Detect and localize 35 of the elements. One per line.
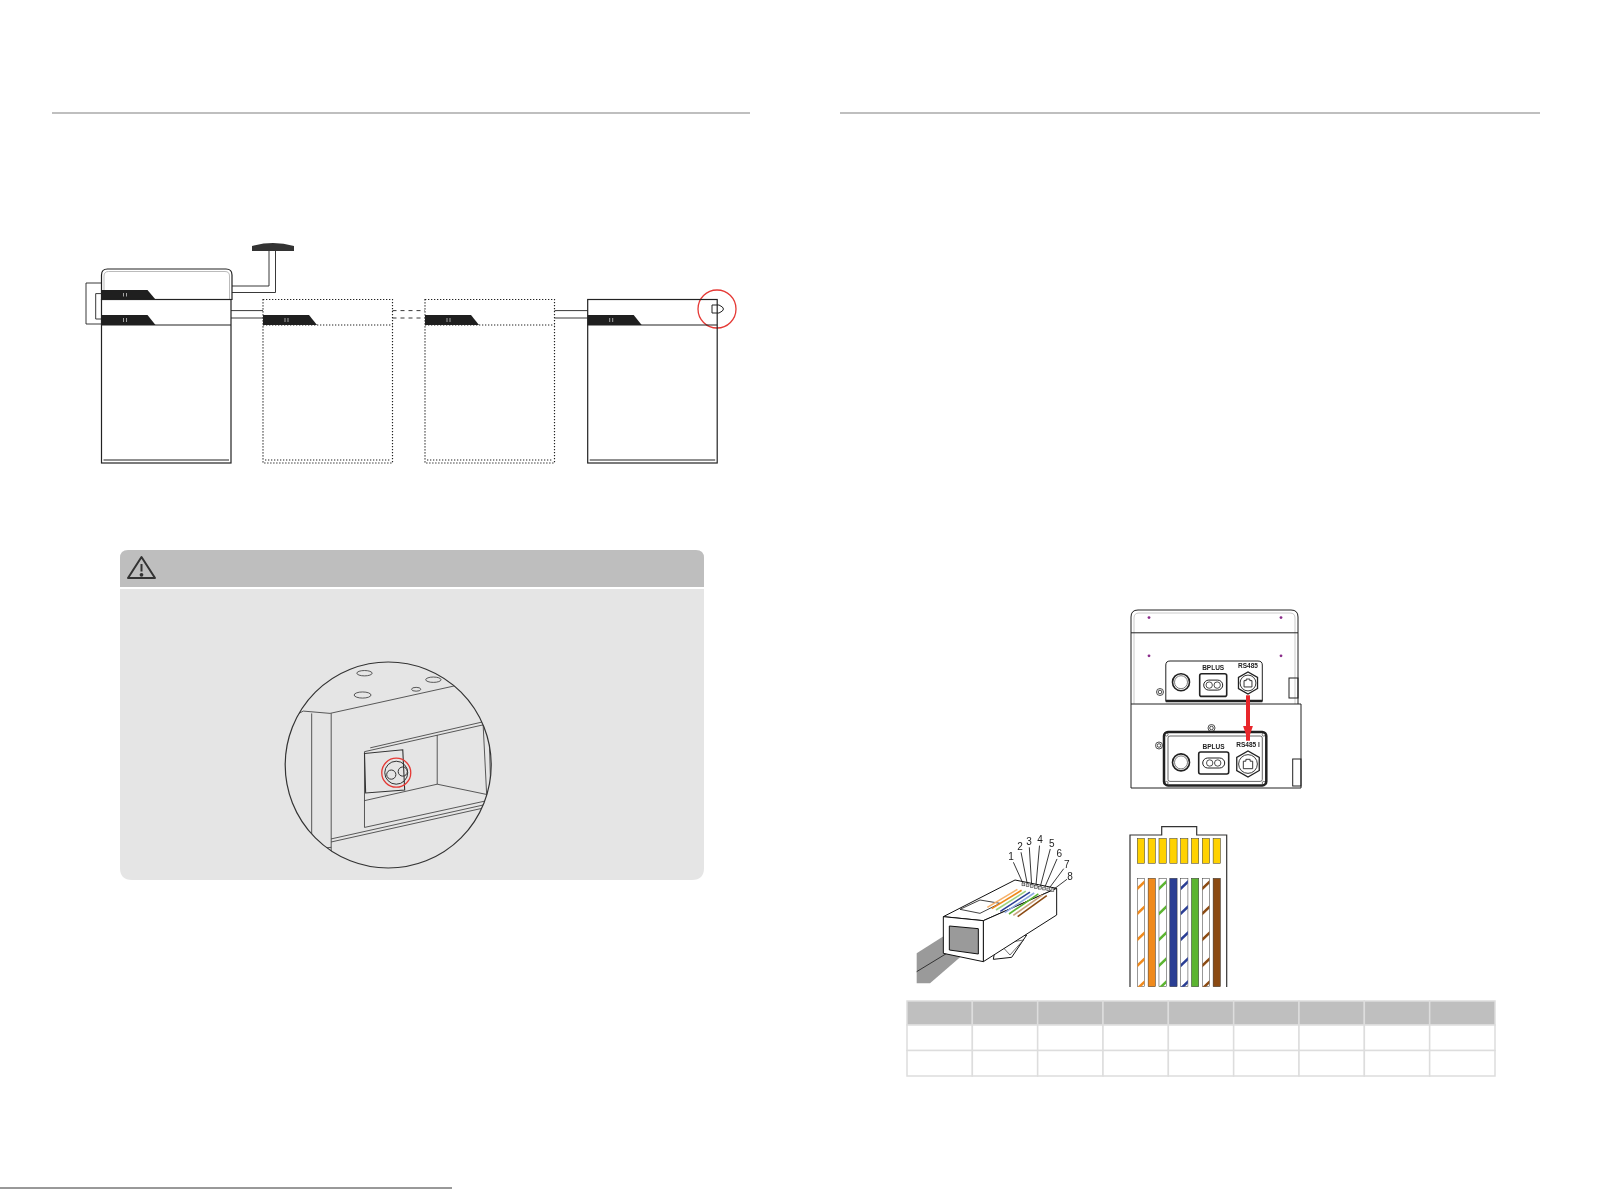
pin-contact: [1025, 883, 1030, 887]
pin-contact: [1042, 886, 1046, 891]
pin-contact: [1034, 885, 1038, 889]
pin-number: 3: [1026, 837, 1032, 847]
pin-number: 8: [1067, 872, 1073, 882]
pin-contact: [1038, 886, 1042, 890]
cable-plug: [252, 243, 294, 251]
pin-number: 7: [1063, 859, 1070, 870]
pin-number: 4: [1037, 835, 1043, 846]
leader-line: [1020, 851, 1028, 884]
arrow: [1243, 695, 1253, 741]
leader-line: [1044, 858, 1058, 888]
leader-line: [1035, 845, 1040, 886]
cable: [230, 310, 264, 319]
pin-contact: [1021, 882, 1026, 887]
battery-module: [424, 298, 556, 464]
pin-contact: [1050, 888, 1055, 892]
pin-contact: [1046, 887, 1050, 892]
cable: [554, 310, 589, 319]
leader-line: [1012, 861, 1024, 884]
pin-number: 5: [1048, 838, 1055, 849]
leader-line: [1028, 846, 1033, 885]
leader-line: [1053, 878, 1068, 890]
pin-contact: [1030, 884, 1034, 888]
pin-number: 2: [1017, 842, 1023, 852]
leader-line: [1049, 868, 1065, 889]
battery-module: [262, 298, 394, 464]
leader-line: [1040, 848, 1051, 887]
cable: [231, 250, 276, 293]
control-unit: [100, 268, 233, 301]
pin-number: 6: [1056, 848, 1063, 859]
cable: [85, 282, 102, 325]
battery-module: [100, 298, 232, 464]
battery-module: [587, 298, 718, 464]
pin-number: 1: [1008, 852, 1014, 862]
